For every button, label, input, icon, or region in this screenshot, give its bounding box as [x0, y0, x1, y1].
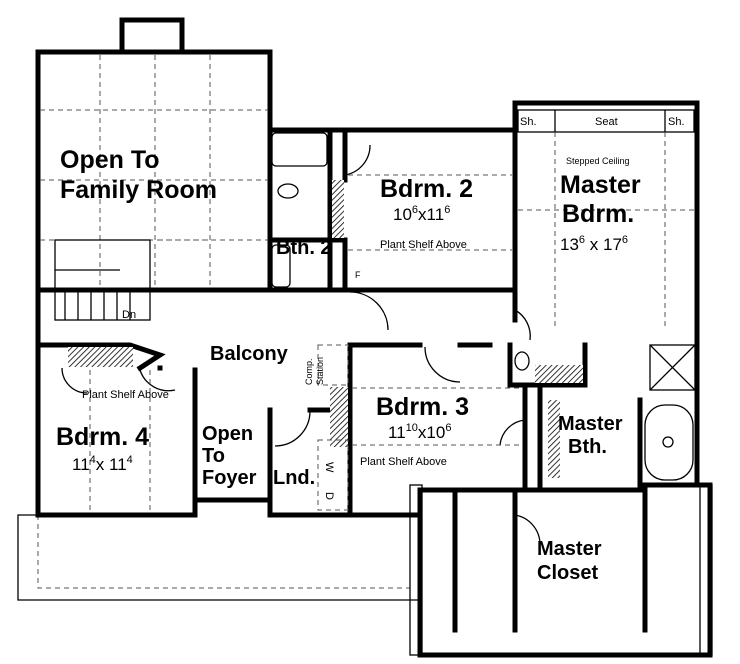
bdrm2-label: Bdrm. 2	[380, 175, 473, 203]
bdrm4-dimensions: 114x 114	[72, 454, 133, 474]
master-bdrm-label-2: Bdrm.	[562, 200, 634, 228]
linen-closet-label: F	[355, 270, 361, 280]
master-closet-label-2: Closet	[537, 562, 598, 584]
foyer-label-1: Open	[202, 423, 253, 445]
stairs[interactable]: Dn	[54, 239, 151, 321]
plant-shelf-hatch	[548, 400, 560, 478]
doors[interactable]	[61, 144, 541, 546]
plant-shelf-hatch	[332, 180, 344, 238]
washer-label: W	[323, 462, 335, 473]
walls	[35, 49, 713, 658]
bath-fixtures	[271, 132, 696, 511]
plant-shelf-hatch	[330, 387, 348, 447]
bdrm4-label: Bdrm. 4	[56, 423, 149, 451]
comp-station-label-2: Station	[315, 357, 325, 385]
seat-label: Seat	[595, 116, 618, 128]
bdrm3-dimensions: 1110x106	[388, 422, 451, 442]
bdrm4-plant-shelf-note: Plant Shelf Above	[82, 389, 169, 401]
dryer-label: D	[323, 492, 335, 500]
master-bdrm-dimensions: 136 x 176	[560, 234, 628, 254]
bdrm3-plant-shelf-note: Plant Shelf Above	[360, 456, 447, 468]
family-room-label-1: Open To	[60, 146, 160, 174]
foyer-label-3: Foyer	[202, 467, 257, 489]
master-closet-label-1: Master	[537, 538, 602, 560]
stepped-ceiling-label: Stepped Ceiling	[566, 156, 630, 166]
master-bdrm-label-1: Master	[560, 171, 641, 199]
bath2-label: Bth. 2	[276, 237, 332, 259]
shelf-left-label: Sh.	[520, 116, 537, 128]
foyer-label-2: To	[202, 445, 225, 467]
laundry-label: Lnd.	[273, 467, 315, 489]
master-bath-label-2: Bth.	[568, 436, 607, 458]
plant-shelf-hatch	[535, 365, 583, 383]
porch-outline	[17, 484, 713, 656]
bdrm3-label: Bdrm. 3	[376, 393, 469, 421]
comp-station-label-1: Comp.	[304, 358, 314, 385]
chimney	[119, 17, 185, 55]
stairs-down-label: Dn	[122, 309, 136, 321]
bdrm2-dimensions: 106x116	[393, 204, 450, 224]
master-bath-label-1: Master	[558, 413, 623, 435]
bdrm2-plant-shelf-note: Plant Shelf Above	[380, 239, 467, 251]
shelf-right-label: Sh.	[668, 116, 685, 128]
master-details	[89, 109, 695, 512]
balcony-label: Balcony	[210, 343, 289, 365]
family-room-label-2: Family Room	[60, 176, 217, 204]
plant-shelf-hatch	[68, 347, 133, 367]
